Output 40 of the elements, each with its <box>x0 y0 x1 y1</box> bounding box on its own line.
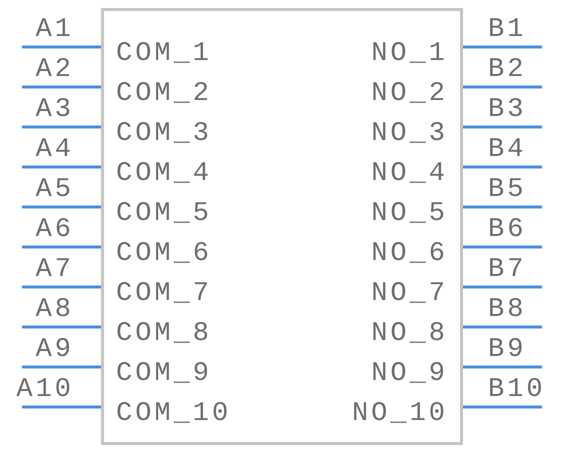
pin-name: COM_6 <box>116 240 212 268</box>
pin-number: B5 <box>488 176 526 204</box>
pin-number: B8 <box>488 296 526 324</box>
pin-name: COM_2 <box>116 80 212 108</box>
pin-name: NO_10 <box>352 400 448 428</box>
pin-number: B7 <box>488 256 526 284</box>
pin-number: B1 <box>488 16 526 44</box>
pin-name: COM_4 <box>116 160 212 188</box>
pin-name: COM_10 <box>116 400 232 428</box>
pin-number: B4 <box>488 136 526 164</box>
pin-number: A5 <box>36 176 74 204</box>
pin-number: A7 <box>36 256 74 284</box>
pin-name: NO_6 <box>371 240 448 268</box>
pin-number: B3 <box>488 96 526 124</box>
pin-number: B2 <box>488 56 526 84</box>
pin-number: A2 <box>36 56 74 84</box>
pin-number: A9 <box>36 336 74 364</box>
pin-name: COM_7 <box>116 280 212 308</box>
pin-name: NO_9 <box>371 360 448 388</box>
pin-name: COM_3 <box>116 120 212 148</box>
pin-name: COM_9 <box>116 360 212 388</box>
pin-name: NO_3 <box>371 120 448 148</box>
pin-number: A6 <box>36 216 74 244</box>
pin-name: NO_4 <box>371 160 448 188</box>
pin-name: NO_8 <box>371 320 448 348</box>
pin-name: NO_7 <box>371 280 448 308</box>
pin-number: A1 <box>36 16 74 44</box>
pin-number: B6 <box>488 216 526 244</box>
pin-name: COM_8 <box>116 320 212 348</box>
pin-number: B10 <box>488 376 546 404</box>
pin-number: B9 <box>488 336 526 364</box>
pin-name: NO_5 <box>371 200 448 228</box>
pin-number: A10 <box>16 376 74 404</box>
pin-number: A8 <box>36 296 74 324</box>
pin-number: A4 <box>36 136 74 164</box>
pin-name: COM_5 <box>116 200 212 228</box>
pin-name: COM_1 <box>116 40 212 68</box>
pin-number: A3 <box>36 96 74 124</box>
pin-name: NO_2 <box>371 80 448 108</box>
pin-name: NO_1 <box>371 40 448 68</box>
